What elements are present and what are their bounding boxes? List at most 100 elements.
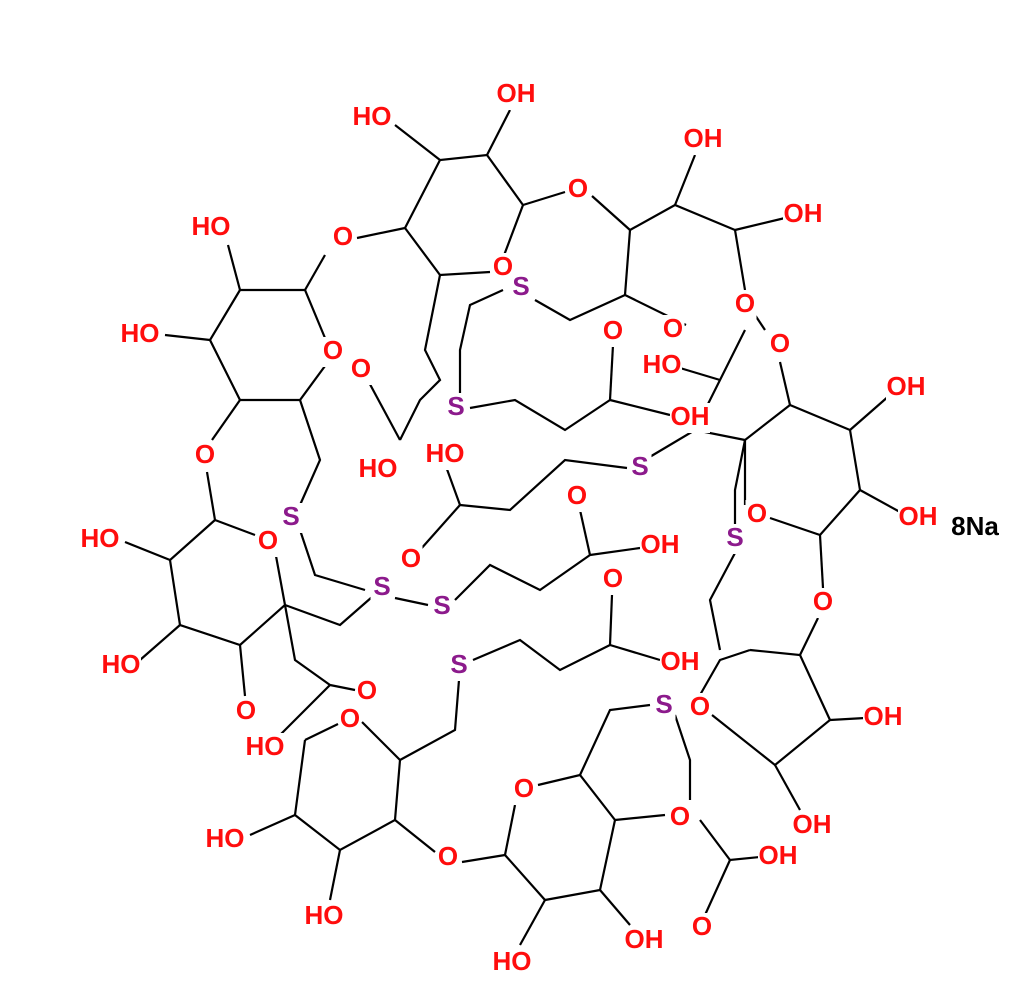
atom-label-background [565, 482, 589, 512]
sulfur-atom-label: S [512, 271, 529, 301]
atom-label-background [898, 503, 938, 533]
bond [673, 154, 697, 206]
oxygen-atom-label: O [692, 911, 712, 941]
bond [699, 648, 751, 696]
oxygen-atom-label: O [401, 543, 421, 573]
oxygen-atom-label: O [493, 251, 513, 281]
atom-label-background [668, 803, 692, 833]
bond [168, 519, 287, 647]
oxygen-atom-label: OH [864, 701, 903, 731]
atom-label-background [80, 525, 120, 555]
bond [304, 723, 339, 741]
atom-label-background [811, 588, 835, 618]
bond [859, 489, 901, 513]
atom-label-background [355, 677, 379, 707]
sulfur-atom-label: S [433, 590, 450, 620]
bond [578, 509, 592, 556]
bond [647, 428, 746, 459]
atom-label-background [566, 175, 590, 205]
atom-label-background [723, 524, 747, 554]
oxygen-atom-label: OH [671, 401, 710, 431]
bond [608, 344, 615, 401]
oxygen-atom-label: OH [497, 78, 536, 108]
atom-label-background [352, 103, 392, 133]
atom-label-background [683, 125, 723, 155]
bond [304, 254, 326, 291]
bond [589, 546, 641, 557]
oxygen-atom-label: HO [353, 101, 392, 131]
bond [399, 274, 442, 441]
atom-label-background [886, 373, 926, 403]
atom-label-background [234, 697, 258, 727]
atom-label-background [768, 330, 792, 360]
oxygen-atom-label: O [514, 773, 534, 803]
oxygen-atom-label: O [663, 313, 683, 343]
bond [214, 518, 256, 537]
bond [329, 683, 356, 692]
atom-label-background [444, 393, 468, 423]
oxygen-atom-label: OH [793, 809, 832, 839]
bond [205, 471, 217, 521]
atom-label-background [425, 440, 465, 470]
oxygen-atom-label: O [195, 439, 215, 469]
sodium-counterion-label: 8Na [951, 511, 999, 541]
bond [818, 534, 825, 589]
atom-label-background [193, 441, 217, 471]
bond [164, 333, 211, 342]
oxygen-atom-label: HO [81, 523, 120, 553]
bond [743, 404, 791, 505]
oxygen-atom-label: OH [784, 198, 823, 228]
oxygen-atom-label: HO [102, 649, 141, 679]
bond [469, 398, 611, 432]
atom-label-background [120, 320, 160, 350]
bond [394, 819, 436, 853]
oxygen-atom-label: O [567, 480, 587, 510]
atom-label-background [642, 351, 682, 381]
bond [394, 596, 429, 607]
atom-label-background [792, 811, 832, 841]
oxygen-atom-label: O [603, 563, 623, 593]
bond [461, 853, 506, 864]
bond [399, 679, 461, 761]
bond [238, 644, 247, 697]
atom-label-background [601, 317, 625, 347]
bond [211, 399, 241, 441]
sulfur-atom-label: S [450, 649, 467, 679]
oxygen-atom-label: OH [887, 371, 926, 401]
oxygen-atom-label: O [603, 315, 623, 345]
oxygen-atom-label: OH [661, 646, 700, 676]
oxygen-atom-label: O [258, 525, 278, 555]
atom-label-background [512, 775, 536, 805]
oxygen-atom-label: O [340, 703, 360, 733]
atom-label-background [370, 573, 394, 603]
oxygen-atom-label: O [813, 586, 833, 616]
oxygen-atom-label: HO [121, 318, 160, 348]
bond [284, 596, 373, 627]
bond [283, 604, 331, 686]
atom-label-background [624, 926, 664, 956]
bond [298, 399, 322, 506]
oxygen-atom-label: O [770, 328, 790, 358]
atom-label-background [758, 842, 798, 872]
atom-label-background [652, 691, 676, 721]
bond [293, 721, 402, 852]
oxygen-atom-label: HO [493, 946, 532, 976]
oxygen-atom-label: O [351, 353, 371, 383]
bond [673, 714, 692, 800]
atom-label-background [670, 403, 710, 433]
bond [608, 594, 614, 646]
bond [623, 229, 687, 326]
bond [769, 403, 862, 537]
atom-label-background [661, 315, 685, 345]
oxygen-atom-label: HO [192, 211, 231, 241]
bond [279, 684, 331, 736]
atom-label-background [304, 902, 344, 932]
bond [364, 374, 401, 441]
oxygen-atom-label: OH [684, 123, 723, 153]
bond [472, 638, 611, 672]
atom-label-background [321, 337, 345, 367]
oxygen-atom-label: HO [305, 900, 344, 930]
bond [609, 398, 671, 417]
